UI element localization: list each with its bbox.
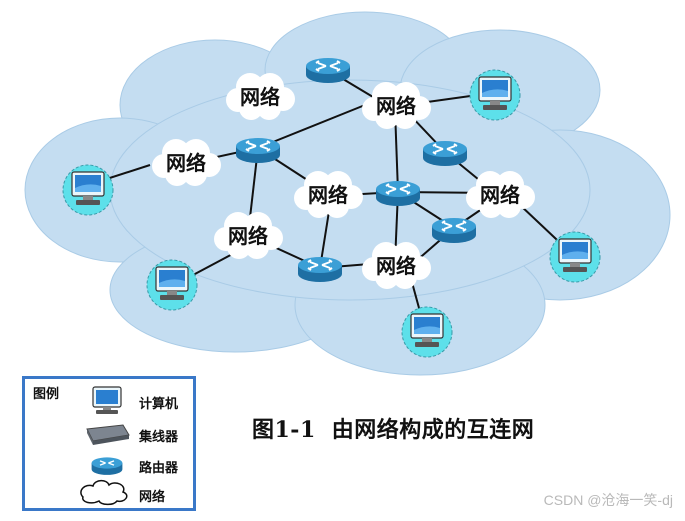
legend-title: 图例 [33, 387, 60, 402]
network-cloud: 网络 [362, 242, 431, 289]
svg-text:网络: 网络 [376, 254, 416, 278]
router-icon [91, 457, 123, 475]
router-icon [235, 137, 281, 164]
computer-icon [469, 69, 521, 121]
svg-text:网络: 网络 [228, 224, 268, 248]
svg-text:网络: 网络 [166, 151, 206, 175]
network-cloud: 网络 [226, 73, 295, 120]
computer-icon [92, 386, 122, 414]
network-cloud: 网络 [152, 139, 221, 186]
network-cloud: 网络 [362, 82, 431, 129]
network-cloud: 网络 [294, 171, 363, 218]
svg-text:网络: 网络 [308, 183, 348, 207]
legend-label-router: 路由器 [139, 461, 179, 476]
hub-icon [86, 424, 130, 445]
svg-text:网络: 网络 [376, 94, 416, 118]
watermark: CSDN @沧海一笑-dj [543, 492, 673, 508]
legend-label-network: 网络 [139, 490, 166, 505]
router-icon [305, 57, 351, 84]
legend-label-hub: 集线器 [139, 430, 179, 445]
cloud-outline-icon [80, 479, 128, 506]
svg-text:网络: 网络 [240, 85, 280, 109]
computer-icon [62, 164, 114, 216]
network-cloud: 网络 [466, 171, 535, 218]
figure-caption: 图1-1 由网络构成的互连网 [252, 412, 534, 444]
svg-text:网络: 网络 [480, 183, 520, 207]
computer-icon [549, 231, 601, 283]
legend-box: 图例 计算机 集线器 路由器 网络 [22, 376, 196, 511]
figure-number: 图1-1 [252, 417, 316, 443]
router-icon [297, 256, 343, 283]
router-icon [375, 180, 421, 207]
router-icon [422, 140, 468, 167]
legend-label-computer: 计算机 [139, 397, 179, 412]
network-cloud: 网络 [214, 212, 283, 259]
computer-icon [146, 259, 198, 311]
computer-icon [401, 306, 453, 358]
router-icon [431, 217, 477, 244]
figure-title: 由网络构成的互连网 [331, 417, 535, 443]
